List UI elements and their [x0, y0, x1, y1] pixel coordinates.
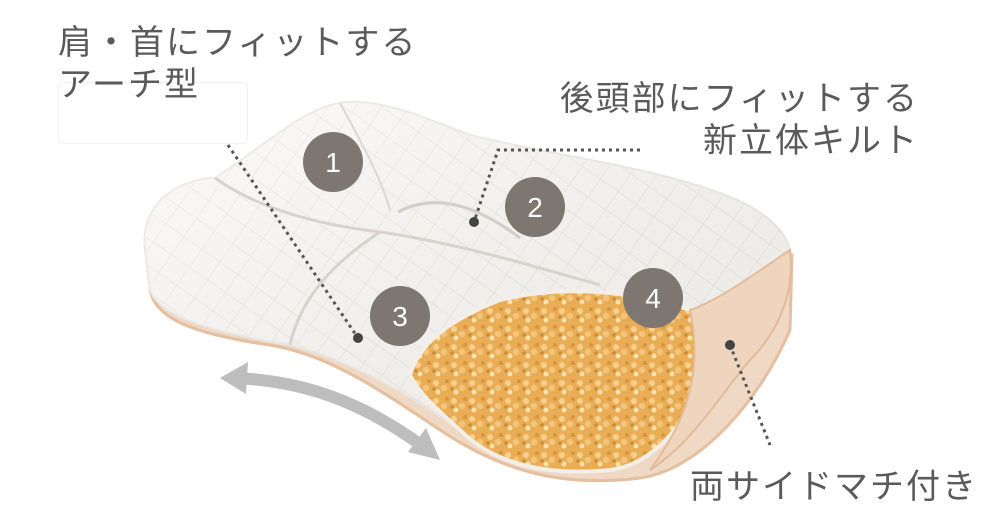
svg-text:4: 4 [645, 283, 661, 314]
label-line: 肩・首にフィットする [58, 23, 418, 63]
flex-arrow [231, 372, 429, 453]
arrow-head-right [408, 428, 440, 460]
arrow-head-left [220, 362, 248, 394]
faint-frame [58, 82, 248, 144]
leader-head [472, 148, 640, 223]
marker-1: 1 [303, 132, 363, 192]
label-line: 後頭部にフィットする [559, 79, 919, 119]
label-line: 新立体キルト [703, 121, 919, 161]
label-side-gusset: 両サイドマチ付き [690, 467, 978, 507]
label-back-head-quilt: 後頭部にフィットする 新立体キルト [560, 78, 919, 162]
svg-text:2: 2 [527, 192, 543, 223]
svg-text:3: 3 [392, 301, 408, 332]
svg-text:1: 1 [325, 147, 341, 178]
label-shoulder-neck-arch: 肩・首にフィットする アーチ型 [58, 22, 417, 106]
side-gusset [649, 248, 792, 471]
marker-4: 4 [623, 268, 683, 328]
marker-3: 3 [370, 286, 430, 346]
label-line: アーチ型 [58, 65, 200, 105]
marker-2: 2 [505, 177, 565, 237]
